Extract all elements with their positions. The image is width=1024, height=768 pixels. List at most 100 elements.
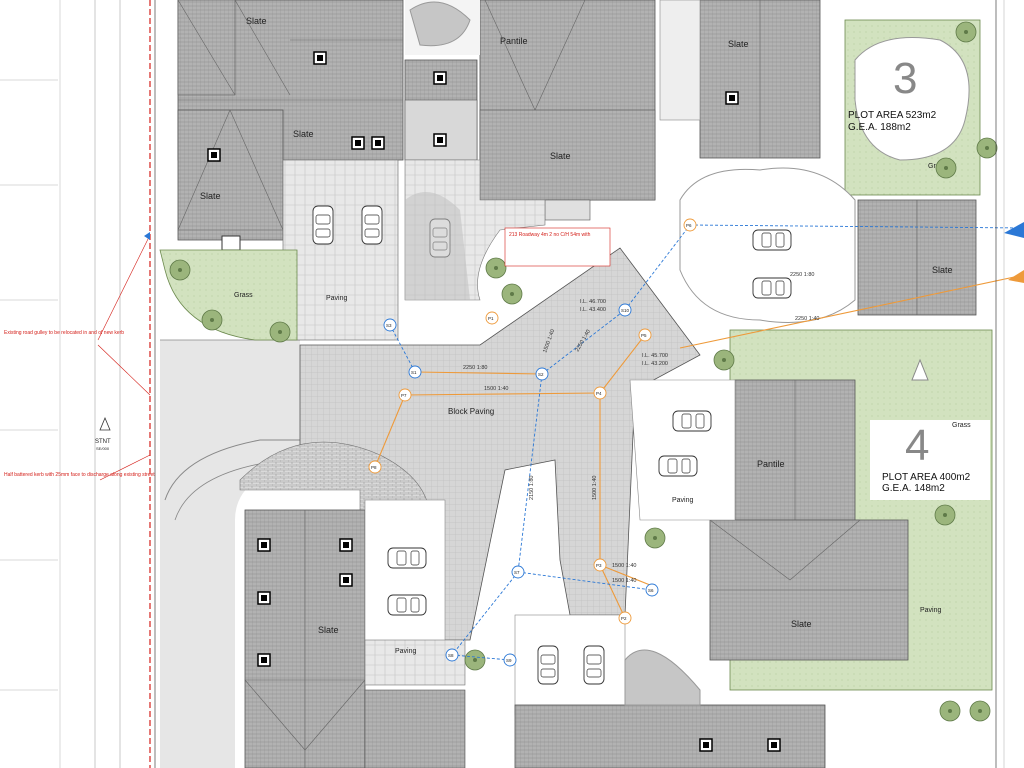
- paving-label: Paving: [395, 648, 417, 655]
- note-roadway: 213 Roadway 4m 2 no C/H 54m with: [509, 232, 591, 238]
- manhole-label: S9: [506, 658, 512, 663]
- car-icon: [672, 410, 712, 432]
- manhole-label: P7: [401, 393, 407, 398]
- tree-icon: [713, 349, 735, 371]
- invert-level: I.L. 46.700: [580, 299, 606, 305]
- window-icon: [313, 51, 327, 65]
- tree-icon: [939, 700, 961, 722]
- grass-label: Grass: [952, 422, 971, 429]
- car-icon: [387, 547, 427, 569]
- manhole-labels: S1 S2 S10 S7 S8 S9 S6 S3 P7 P4 P3 P2 P8 …: [371, 223, 692, 663]
- roof-label: Slate: [246, 16, 267, 26]
- window-icon: [433, 71, 447, 85]
- stnt-label: STNT: [95, 439, 111, 445]
- tree-icon: [935, 157, 957, 179]
- roof-label: Slate: [293, 129, 314, 139]
- tree-icon: [501, 283, 523, 305]
- manhole-label: P1: [488, 316, 494, 321]
- manhole-label: S1: [411, 370, 417, 375]
- tree-icon: [976, 137, 998, 159]
- manhole-label: P3: [596, 563, 602, 568]
- manhole-label: P5: [641, 333, 647, 338]
- pipe-label: 2250 1:80: [463, 365, 487, 371]
- pipe-label: 1500 1:40: [592, 476, 598, 500]
- arrow-icon: [1008, 270, 1024, 283]
- car-icon: [361, 205, 383, 245]
- surface-drainage: [389, 224, 1024, 661]
- arrow-icon: [911, 358, 929, 381]
- car-icon: [752, 229, 792, 251]
- plot-4-number: 4: [905, 421, 929, 470]
- invert-level: I.L. 43.400: [580, 307, 606, 313]
- pipe-label: 2150 1:80: [529, 476, 535, 500]
- manhole-label: S6: [648, 588, 654, 593]
- tree-icon: [269, 321, 291, 343]
- window-icon: [725, 91, 739, 105]
- paving-label: Paving: [672, 497, 694, 504]
- window-icon: [767, 738, 781, 752]
- parking-right: Slate: [679, 167, 977, 323]
- tree-icon: [644, 527, 666, 549]
- house-left: Slate: [177, 109, 284, 251]
- tree-icon: [969, 700, 991, 722]
- car-icon: [537, 645, 559, 685]
- plot-3-number: 3: [893, 54, 917, 103]
- roof-label: Slate: [550, 151, 571, 161]
- manhole-label: P6: [686, 223, 692, 228]
- driveway-left: Paving: [282, 159, 399, 341]
- arrow-icon: [144, 232, 150, 240]
- pipe-label: 1500 1:40: [484, 386, 508, 392]
- tree-icon: [955, 21, 977, 43]
- paving-label: Paving: [920, 607, 942, 614]
- window-icon: [207, 148, 221, 162]
- window-icon: [351, 136, 365, 150]
- manhole-label: S2: [538, 372, 544, 377]
- manhole-label: S3: [386, 323, 392, 328]
- roof-label: Pantile: [757, 459, 785, 469]
- car-icon: [658, 455, 698, 477]
- roof-label: Slate: [200, 191, 221, 201]
- pipe-label: 2250 1:40: [795, 316, 819, 322]
- window-icon: [257, 653, 271, 667]
- window-icon: [433, 133, 447, 147]
- tree-icon: [201, 309, 223, 331]
- pipe-label: 1500 1:40: [612, 578, 636, 584]
- house-centre-north: Pantile Slate: [404, 0, 656, 221]
- roof-label: Pantile: [500, 36, 528, 46]
- tree-icon: [464, 649, 486, 671]
- plot-3-area: PLOT AREA 523m2: [848, 110, 937, 121]
- plot-4-area: PLOT AREA 400m2: [882, 472, 971, 483]
- pipe-label: 2250 1:80: [790, 272, 814, 278]
- note-gulley: Existing road gulley to be relocated in …: [4, 330, 124, 336]
- window-icon: [339, 573, 353, 587]
- tree-icon: [169, 259, 191, 281]
- stnt-sub-label: SE/000: [96, 446, 110, 451]
- driveway-centre: 213 Roadway 4m 2 no C/H 54m with: [404, 159, 611, 305]
- plot-3: 3 PLOT AREA 523m2 G.E.A. 188m2 Grass: [844, 19, 998, 196]
- manhole-label: P2: [621, 616, 627, 621]
- window-icon: [371, 136, 385, 150]
- grass-label: Grass: [234, 292, 253, 299]
- street: STNT SE/000 Existing road gulley to be r…: [0, 0, 156, 768]
- house-top-right: Slate: [659, 0, 821, 159]
- paving-label: Paving: [326, 295, 348, 302]
- manhole-label: S10: [621, 308, 630, 313]
- window-icon: [339, 538, 353, 552]
- foul-drainage: [374, 274, 1024, 619]
- house-south-west: Slate Paving: [239, 441, 486, 768]
- car-icon: [583, 645, 605, 685]
- invert-level: I.L. 45.700: [642, 353, 668, 359]
- tree-icon: [485, 257, 507, 279]
- car-icon: [752, 277, 792, 299]
- note-kerb: Half battered kerb with 25mm face to dis…: [4, 472, 155, 478]
- block-paving-label: Block Paving: [448, 407, 494, 416]
- roof-label: Slate: [728, 39, 749, 49]
- roof-label: Slate: [318, 625, 339, 635]
- stnt-marker: STNT SE/000: [95, 416, 111, 451]
- manhole-label: P8: [371, 465, 377, 470]
- plot-4-gea: G.E.A. 148m2: [882, 483, 945, 494]
- arrow-icon: [1004, 222, 1024, 238]
- plot-3-gea: G.E.A. 188m2: [848, 122, 911, 133]
- window-icon: [257, 538, 271, 552]
